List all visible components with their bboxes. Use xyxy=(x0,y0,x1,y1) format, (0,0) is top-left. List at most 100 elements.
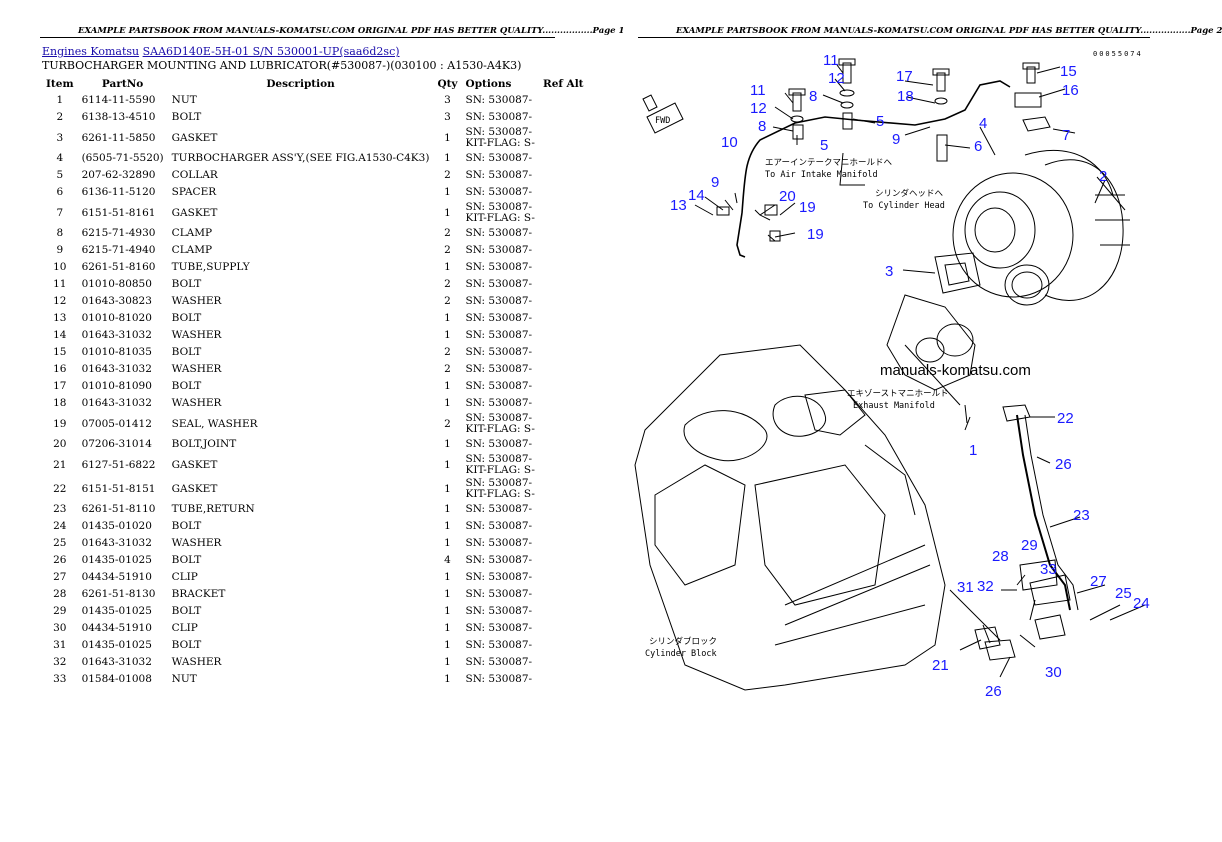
cell-item: 23 xyxy=(53,503,67,515)
cell-description: CLAMP xyxy=(171,244,213,256)
cell-options: SN: 530087- xyxy=(462,603,539,620)
annotation-block-jp: シリンダブロック xyxy=(649,636,717,647)
cell-refalt xyxy=(539,412,588,436)
cell-description: WASHER xyxy=(171,397,222,409)
cell-item: 27 xyxy=(53,571,67,583)
cell-partno: 01010-80850 xyxy=(81,278,152,290)
column-header-partno: PartNo xyxy=(101,78,144,90)
cell-qty: 1 xyxy=(444,206,451,219)
cell-item: 26 xyxy=(53,554,67,566)
cell-refalt xyxy=(539,293,588,310)
cell-refalt xyxy=(539,378,588,395)
cell-options: SN: 530087- xyxy=(462,361,539,378)
cell-partno: 04434-51910 xyxy=(81,622,152,634)
cell-qty: 2 xyxy=(444,417,451,430)
cell-qty: 1 xyxy=(444,673,451,685)
callout-5b: 5 xyxy=(820,137,828,154)
cell-qty: 1 xyxy=(444,503,451,515)
breadcrumb: Engines Komatsu SAA6D140E-5H-01 S/N 5300… xyxy=(42,45,400,58)
cell-partno: 6261-51-8130 xyxy=(81,588,156,600)
column-header-options: Options xyxy=(465,78,512,90)
cell-item: 2 xyxy=(56,111,64,123)
callout-12b: 12 xyxy=(750,100,767,117)
cell-qty: 3 xyxy=(444,111,451,123)
cell-item: 17 xyxy=(53,380,67,392)
cell-description: CLIP xyxy=(171,622,198,634)
cell-item: 22 xyxy=(53,482,67,495)
cell-options: SN: 530087- xyxy=(462,344,539,361)
cell-partno: 01435-01025 xyxy=(81,639,152,651)
cell-item: 5 xyxy=(56,169,64,181)
callout-8a: 8 xyxy=(809,88,817,105)
cell-partno: 01010-81090 xyxy=(81,380,152,392)
cell-refalt xyxy=(539,276,588,293)
breadcrumb-link-engines[interactable]: Engines Komatsu xyxy=(42,45,140,58)
cell-refalt xyxy=(539,552,588,569)
cell-refalt xyxy=(539,586,588,603)
header-rule-left xyxy=(40,37,555,38)
option-serial: SN: 530087- xyxy=(465,438,533,450)
callout-27: 27 xyxy=(1090,573,1107,590)
page-title: TURBOCHARGER MOUNTING AND LUBRICATOR(#53… xyxy=(42,59,522,72)
cell-options: SN: 530087- xyxy=(462,395,539,412)
cell-description: BOLT xyxy=(171,312,202,324)
cell-qty: 2 xyxy=(444,169,451,181)
option-serial: SN: 530087- xyxy=(465,605,533,617)
cell-options: SN: 530087-KIT-FLAG: S- xyxy=(462,412,539,436)
option-serial: SN: 530087- xyxy=(465,453,533,465)
cell-qty: 1 xyxy=(444,152,451,164)
cell-item: 18 xyxy=(53,397,67,409)
option-serial: SN: 530087- xyxy=(465,380,533,392)
cell-qty: 1 xyxy=(444,458,451,471)
page-header-left: EXAMPLE PARTSBOOK FROM MANUALS-KOMATSU.C… xyxy=(78,26,625,36)
breadcrumb-link-model[interactable]: SAA6D140E-5H-01 S/N 530001-UP(saa6d2sc) xyxy=(142,45,400,58)
callout-28: 28 xyxy=(992,548,1009,565)
callout-24: 24 xyxy=(1133,595,1150,612)
cell-partno: 01010-81035 xyxy=(81,346,152,358)
callout-5a: 5 xyxy=(876,113,884,130)
cell-item: 9 xyxy=(56,244,64,256)
cell-refalt xyxy=(539,109,588,126)
cell-refalt xyxy=(539,184,588,201)
option-kit-flag: KIT-FLAG: S- xyxy=(465,464,535,476)
column-header-qty: Qty xyxy=(437,78,458,90)
fwd-arrow-icon: FWD xyxy=(642,94,684,134)
callout-20: 20 xyxy=(779,188,796,205)
cell-refalt xyxy=(539,225,588,242)
cell-options: SN: 530087- xyxy=(462,259,539,276)
cell-refalt xyxy=(539,150,588,167)
cell-partno: 04434-51910 xyxy=(81,571,152,583)
callout-11b: 11 xyxy=(750,82,766,99)
callout-29: 29 xyxy=(1021,537,1038,554)
callout-18: 18 xyxy=(897,88,914,105)
cell-qty: 2 xyxy=(444,346,451,358)
cell-partno: 01643-31032 xyxy=(81,363,152,375)
cell-qty: 2 xyxy=(444,363,451,375)
cell-refalt xyxy=(539,327,588,344)
option-kit-flag: KIT-FLAG: S- xyxy=(465,212,535,224)
callout-16: 16 xyxy=(1062,82,1079,99)
option-serial: SN: 530087- xyxy=(465,656,533,668)
cell-qty: 1 xyxy=(444,312,451,324)
annotation-air-intake-jp: エアーインテークマニホールドへ xyxy=(765,158,892,168)
option-serial: SN: 530087- xyxy=(465,537,533,549)
cell-partno: 01435-01025 xyxy=(81,554,152,566)
cell-refalt xyxy=(539,167,588,184)
cell-options: SN: 530087- xyxy=(462,501,539,518)
cell-description: BOLT xyxy=(171,111,202,123)
cell-refalt xyxy=(539,671,588,688)
cell-qty: 1 xyxy=(444,605,451,617)
